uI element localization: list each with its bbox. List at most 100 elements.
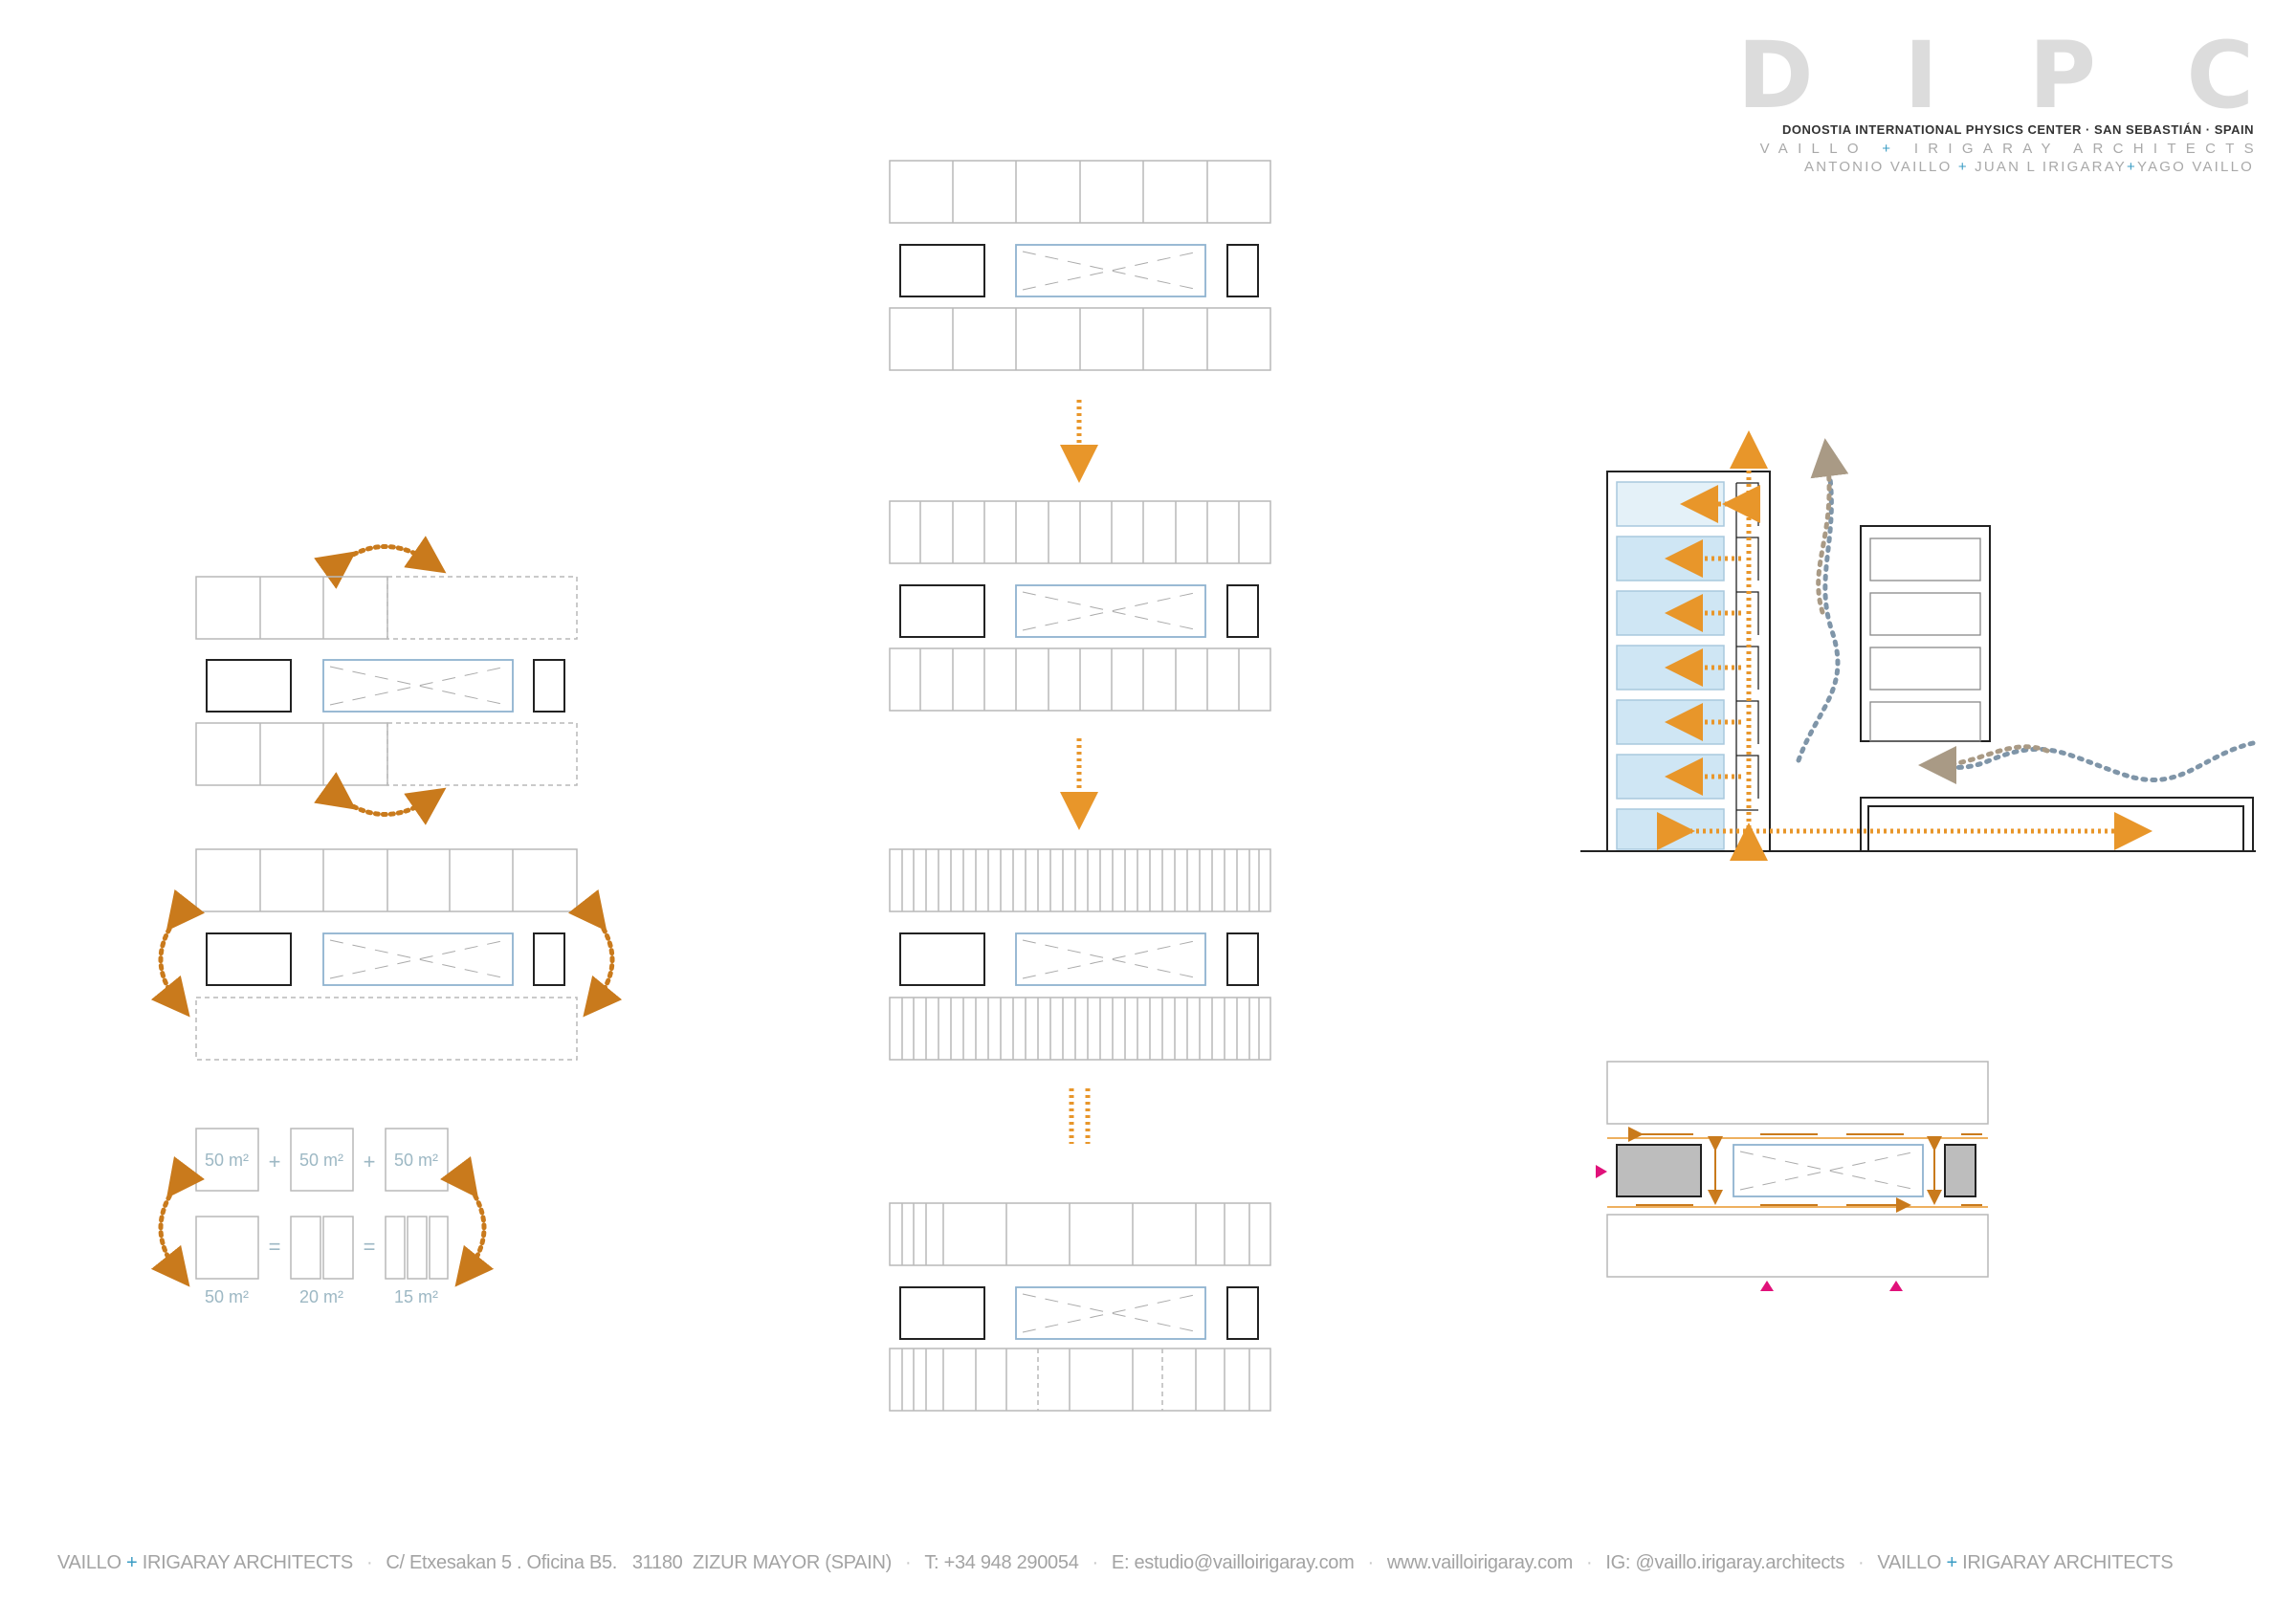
header: D I P C DONOSTIA INTERNATIONAL PHYSICS C… [1737, 22, 2254, 175]
core-box [899, 244, 985, 297]
logo-letter: C [2186, 22, 2254, 129]
plus-sign: + [1882, 141, 1901, 157]
plus-sign: + [1957, 159, 1969, 175]
area-box [195, 1216, 259, 1280]
name-c: YAGO VAILLO [2136, 159, 2254, 175]
plan-step-3 [889, 848, 1271, 1061]
low-building [1860, 797, 2254, 851]
floor-slab [1616, 481, 1725, 527]
footer-firm-repeat: VAILLO + IRIGARAY ARCHITECTS [1877, 1552, 2173, 1574]
footer-separator: · [1586, 1552, 1593, 1573]
atrium-box [1015, 932, 1206, 986]
entry-marker [1760, 1281, 1774, 1291]
rotate-arrow-top [314, 536, 447, 589]
logo-letter: D [1737, 22, 1814, 129]
area-box [385, 1216, 406, 1280]
firm-name: VAILLO + IRIGARAY ARCHITECTS [1737, 141, 2263, 157]
footer-website[interactable]: www.vailloirigaray.com [1386, 1552, 1574, 1573]
footer-address: C/ Etxesakan 5 . Oficina B5. 31180 ZIZUR… [386, 1552, 892, 1573]
area-label: 15 m² [394, 1287, 438, 1306]
footer-separator: · [1367, 1552, 1374, 1573]
area-box [290, 1216, 321, 1280]
firm-name-b: IRIGARAY ARCHITECTS [1913, 141, 2263, 157]
rotate-arrow-right [567, 888, 623, 1018]
area-box [407, 1216, 428, 1280]
atrium-box [1733, 1144, 1924, 1197]
logo-letter: P [2028, 22, 2096, 129]
area-box [322, 1216, 354, 1280]
footer-firm-a: VAILLO [57, 1552, 121, 1573]
core-box [206, 932, 292, 986]
footer-email[interactable]: E: estudio@vailloirigaray.com [1111, 1552, 1355, 1573]
project-title: DONOSTIA INTERNATIONAL PHYSICS CENTER · … [1782, 122, 2254, 137]
footer-phone: T: +34 948 290054 [924, 1552, 1079, 1573]
floor-slab [1616, 699, 1725, 745]
area-diagram: 50 m² 50 m² 50 m² + + = = 50 m² 20 m² 15… [150, 1128, 495, 1306]
area-label: 50 m² [299, 1151, 343, 1170]
plan-step-1 [889, 160, 1271, 371]
footer-firm-b: IRIGARAY ARCHITECTS [142, 1552, 354, 1573]
core-box [206, 659, 292, 713]
atrium-box [1015, 244, 1206, 297]
footer-instagram[interactable]: IG: @vaillo.irigaray.architects [1605, 1552, 1845, 1573]
plus-sign: + [126, 1552, 138, 1573]
stair-box [533, 932, 565, 986]
module-row-top [195, 848, 578, 912]
wave-horizontal [1930, 740, 2256, 782]
module-row-bottom [889, 1348, 1271, 1412]
atrium-box [322, 659, 514, 713]
section-diagram [1580, 430, 2256, 861]
module-row-top [195, 576, 388, 640]
plus-sign: + [2127, 159, 2137, 175]
module-row-bottom [195, 722, 388, 786]
module-row-bottom-dashed [386, 722, 578, 786]
floor-slab [1616, 754, 1725, 800]
dipc-logo: D I P C [1737, 22, 2254, 129]
module-row-top-dashed [386, 576, 578, 640]
wave-vertical [1796, 456, 1841, 763]
core-box [899, 932, 985, 986]
plan-diagram-a [195, 536, 578, 825]
stair-box [1226, 932, 1259, 986]
logo-letter: I [1904, 22, 1938, 129]
equals-sign: = [364, 1235, 376, 1259]
area-label: 20 m² [299, 1287, 343, 1306]
atrium-box [322, 932, 514, 986]
stair-box [1226, 584, 1259, 638]
module-row-top [889, 1202, 1271, 1266]
plus-sign: + [269, 1150, 281, 1173]
area-label: 50 m² [205, 1287, 249, 1306]
left-column-diagrams: 50 m² 50 m² 50 m² + + = = 50 m² 20 m² 15… [150, 536, 623, 1306]
rotate-arrow-bottom [314, 772, 447, 825]
footer-separator: · [1092, 1552, 1099, 1573]
stair-box [533, 659, 565, 713]
rotate-arrow-left [150, 1156, 205, 1287]
area-label: 50 m² [205, 1151, 249, 1170]
existing-building [1860, 525, 1991, 742]
module-row-bottom [1606, 1214, 1989, 1278]
footer-separator: · [1858, 1552, 1865, 1573]
name-b: JUAN L IRIGARAY [1975, 159, 2128, 175]
atrium-box [1015, 584, 1206, 638]
module-row-top [1606, 1061, 1989, 1125]
atrium-box [1015, 1286, 1206, 1340]
stair-box [1226, 244, 1259, 297]
center-column-diagrams [889, 160, 1271, 1412]
footer-firm: VAILLO + IRIGARAY ARCHITECTS [57, 1552, 353, 1574]
module-row-bottom [889, 997, 1271, 1061]
footer-separator: · [904, 1552, 912, 1573]
equals-sign: = [269, 1235, 281, 1259]
architects-names: ANTONIO VAILLO + JUAN L IRIGARAY+YAGO VA… [1737, 159, 2254, 175]
circulation-plan [1596, 1061, 1989, 1291]
circulation-arrows [1961, 1133, 1982, 1206]
footer-firm-a: VAILLO [1877, 1552, 1942, 1573]
circulation-arrows [1636, 1134, 1904, 1205]
footer: VAILLO + IRIGARAY ARCHITECTS · C/ Etxesa… [57, 1552, 2258, 1574]
floor-slab [1616, 590, 1725, 636]
name-a: ANTONIO VAILLO [1803, 159, 1953, 175]
plan-step-4 [889, 1202, 1271, 1412]
core-box [899, 584, 985, 638]
area-box [290, 1128, 354, 1192]
rotate-arrow-left [150, 888, 206, 1018]
